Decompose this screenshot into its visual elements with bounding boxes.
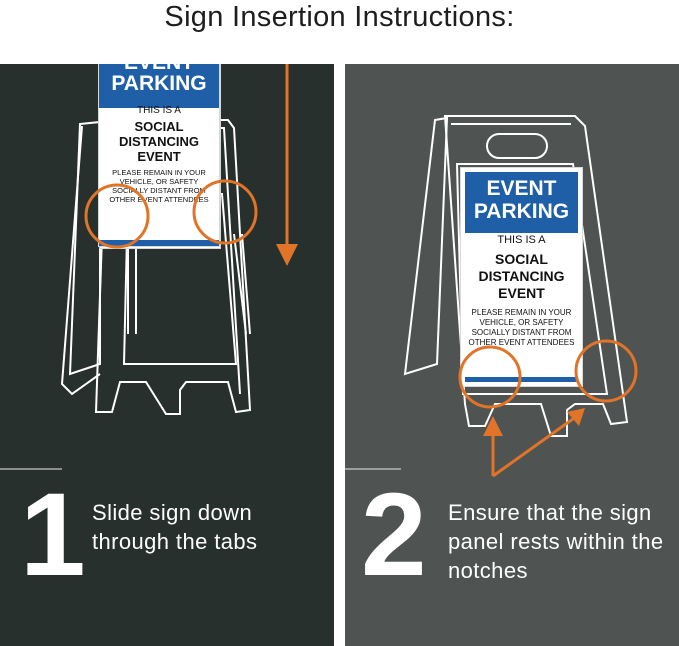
sign-line-3: PLEASE REMAIN IN YOUR VEHICLE, OR SAFETY…: [468, 308, 575, 347]
step-2-annotations: [458, 339, 638, 478]
circle-highlight-icon: [84, 183, 150, 249]
sign-line-3: PLEASE REMAIN IN YOUR VEHICLE, OR SAFETY…: [109, 168, 209, 204]
step-2-number: 2: [361, 469, 427, 601]
sign-heading-line-1: EVENT: [486, 177, 557, 200]
circle-highlight-icon: [574, 339, 638, 403]
step-2-divider: [345, 468, 401, 470]
step-1-text: Slide sign down through the tabs: [92, 500, 258, 554]
sign-line-1: THIS IS A: [137, 105, 181, 116]
sign-line-2: SOCIAL DISTANCING EVENT: [119, 119, 199, 164]
step-1-number: 1: [20, 469, 86, 601]
step-2-text: Ensure that the sign panel rests within …: [448, 500, 664, 583]
sign-bottom-bar: [465, 377, 578, 382]
page-title: Sign Insertion Instructions:: [164, 1, 515, 33]
sign-heading: EVENT PARKING: [465, 172, 578, 233]
double-arrow-icon: [483, 408, 585, 478]
step-1-annotations: [84, 64, 298, 266]
sign-heading-line-2: PARKING: [111, 72, 207, 95]
circle-highlight-icon: [192, 179, 258, 245]
circle-highlight-icon: [458, 345, 522, 409]
step-1-divider: [0, 468, 62, 470]
arrow-down-icon: [276, 64, 298, 266]
sign-heading: EVENT PARKING: [99, 64, 219, 108]
sign-heading-line-2: PARKING: [473, 200, 570, 223]
step-1-panel: EVENT PARKING THIS IS A SOCIAL DISTANCIN…: [0, 64, 334, 646]
sign-line-2: SOCIAL DISTANCING EVENT: [478, 251, 565, 301]
sign-line-1: THIS IS A: [497, 234, 546, 246]
sign-heading-line-1: EVENT: [99, 64, 219, 73]
sign-bottom-bar: [99, 240, 219, 246]
step-2-panel: EVENT PARKING THIS IS A SOCIAL DISTANCIN…: [345, 64, 679, 646]
event-parking-sign-front: EVENT PARKING THIS IS A SOCIAL DISTANCIN…: [99, 64, 219, 246]
sign-body: THIS IS A SOCIAL DISTANCING EVENT PLEASE…: [461, 234, 582, 348]
sign-body: THIS IS A SOCIAL DISTANCING EVENT PLEASE…: [99, 102, 219, 204]
